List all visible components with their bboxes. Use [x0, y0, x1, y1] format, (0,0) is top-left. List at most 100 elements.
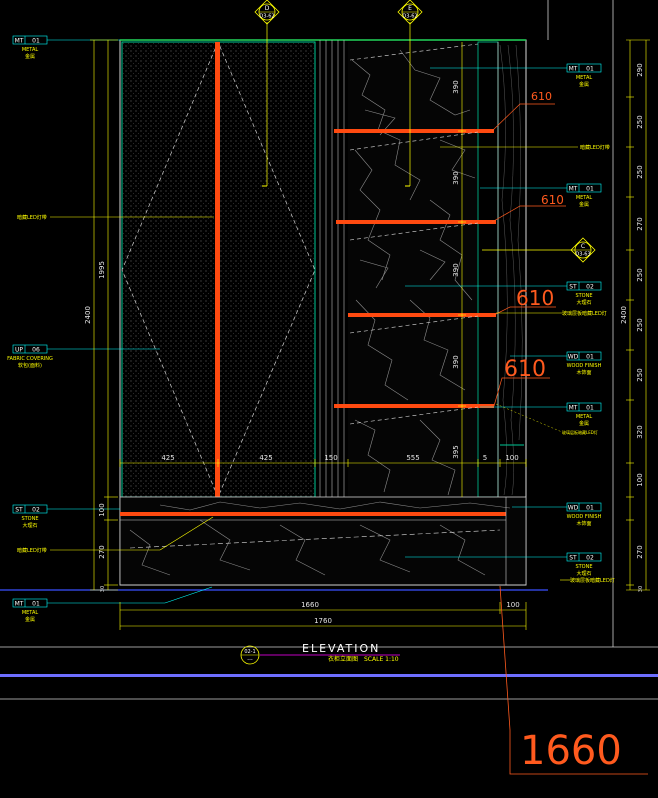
left-tag-mt-top-label: METAL	[22, 47, 39, 53]
section-e-sheet: D3-62	[402, 14, 417, 20]
left-tag-mt-top-code: MT	[15, 38, 24, 45]
right-tag-mt-3: MT 01 METAL 金属	[480, 402, 602, 427]
right-tag-mt-3-num: 01	[586, 405, 594, 412]
dim-bottom-inner: 1660	[301, 601, 319, 609]
right-tag-wd-2-label-cn: 木饰面	[576, 520, 591, 527]
dim-left-total: 2400	[84, 306, 92, 324]
dim-far-6: 250	[636, 318, 644, 331]
left-tag-st-num: 02	[32, 507, 40, 514]
right-note-glass-1-text: 玻璃层板暗藏LED灯	[562, 310, 607, 317]
shelf-label-1-text: 610	[531, 90, 552, 103]
section-c-letter: C	[581, 243, 585, 250]
shelf-label-4-text: 610	[504, 357, 546, 382]
cabinet	[119, 39, 527, 586]
shelf-2	[336, 220, 496, 224]
right-tag-st-2-label-cn: 大理石	[576, 570, 591, 577]
left-tag-mt-bottom-label-cn: 金属	[25, 616, 35, 623]
right-tag-wd-1-label-cn: 木饰面	[576, 369, 591, 376]
right-tag-mt-1-code: MT	[569, 66, 578, 73]
dim-bottom-1: 425	[161, 454, 174, 462]
dim-left-panel: 1995	[98, 261, 106, 279]
right-tag-mt-1-label-cn: 金属	[579, 81, 589, 88]
plinth-veins	[129, 501, 511, 576]
left-tag-up: UP 06 FABRIC COVERING 软包(面料)	[7, 344, 160, 369]
vertical-metal-bar	[215, 42, 220, 497]
shelf-label-2: 610	[491, 193, 566, 223]
dim-bottom-side: 100	[506, 601, 519, 609]
shelf-label-4: 610	[493, 357, 550, 407]
right-note-glass-3-text: 玻璃层板暗藏LED灯	[562, 429, 598, 435]
wood-grain	[499, 44, 523, 496]
shelf-label-3: 610	[493, 286, 556, 316]
left-tag-st-code: ST	[15, 507, 23, 514]
left-tag-st-label: STONE	[21, 516, 38, 522]
title-subtitle-cn: 衣柜立面图	[328, 655, 358, 663]
right-tag-mt-1: MT 01 METAL 金属	[430, 63, 602, 88]
left-tag-mt-bottom-num: 01	[32, 601, 40, 608]
title-badge-bottom: ---	[247, 657, 253, 663]
big-annotation: 1660	[499, 585, 648, 775]
left-note-led-2: 暗藏LED灯带	[17, 516, 214, 554]
right-tag-wd-1-num: 01	[586, 354, 594, 361]
title-scale: SCALE 1:10	[364, 656, 399, 663]
shelf-light-dashes	[349, 43, 479, 425]
right-note-led: 暗藏LED灯带	[440, 144, 610, 151]
dim-far-10: 270	[636, 545, 644, 558]
right-tag-wd-2-label: WOOD FINISH	[567, 514, 602, 520]
left-tag-up-code: UP	[15, 347, 23, 354]
left-tag-mt-top: MT 01 METAL 金属	[12, 35, 120, 60]
plinth-stone	[119, 496, 527, 586]
left-dimensions	[90, 39, 118, 591]
bottom-overall-dimension-lines	[119, 602, 527, 630]
dim-stack-3: 390	[452, 263, 460, 276]
left-tag-up-label: FABRIC COVERING	[7, 356, 53, 362]
right-tag-wd-2: WD 01 WOOD FINISH 木饰面	[512, 502, 602, 527]
dim-bottom-4: 555	[406, 454, 419, 462]
right-note-glass-3: 玻璃层板暗藏LED灯	[495, 403, 598, 435]
shelf-label-3-text: 610	[516, 286, 554, 310]
right-tag-mt-2-num: 01	[586, 186, 594, 193]
left-note-led-2-text: 暗藏LED灯带	[17, 547, 47, 554]
section-c-sheet: D3-63	[575, 252, 590, 258]
dim-stack-2: 390	[452, 171, 460, 184]
dim-stack-1: 390	[452, 80, 460, 93]
right-tag-st-2-label: STONE	[575, 564, 592, 570]
dim-far-4: 270	[636, 217, 644, 230]
shelf-3	[348, 313, 496, 317]
right-tag-mt-2-label-cn: 金属	[579, 201, 589, 208]
glass-shelves	[334, 129, 496, 408]
left-tag-mt-bottom-label: METAL	[22, 610, 39, 616]
glass-side-strip	[477, 41, 499, 498]
right-note-glass-2: 玻璃层板暗藏LED灯	[560, 577, 615, 584]
left-tag-up-num: 06	[32, 347, 40, 354]
dim-far-11: 30	[638, 586, 644, 592]
left-note-led-1-text: 暗藏LED灯带	[17, 214, 47, 221]
far-right-dimensions	[626, 39, 650, 591]
right-tag-wd-2-num: 01	[586, 505, 594, 512]
right-tag-mt-3-label: METAL	[576, 414, 593, 420]
title-badge-top: 02-1	[244, 649, 255, 655]
title-text: ELEVATION	[302, 642, 380, 655]
right-tag-st-1: ST 02 STONE 大理石	[405, 281, 602, 306]
right-note-glass-1: 玻璃层板暗藏LED灯	[496, 310, 607, 317]
right-note-led-text: 暗藏LED灯带	[580, 144, 610, 151]
sheet-frame	[0, 0, 658, 700]
section-marker-c: C D3-63	[482, 237, 596, 263]
section-d-sheet: D3-62	[259, 14, 274, 20]
right-tag-mt-2: MT 01 METAL 金属	[480, 183, 602, 208]
right-tag-wd-1-code: WD	[568, 354, 579, 361]
plinth-metal-strip	[120, 512, 506, 516]
dim-bottom-2: 425	[259, 454, 272, 462]
shelf-4	[334, 404, 494, 408]
right-tag-mt-2-code: MT	[569, 186, 578, 193]
left-tag-mt-bottom: MT 01 METAL 金属	[12, 586, 213, 623]
right-tag-mt-3-label-cn: 金属	[579, 420, 589, 427]
bottom-row-dimension-line	[119, 459, 527, 467]
right-tag-mt-1-label: METAL	[576, 75, 593, 81]
left-note-led-1: 暗藏LED灯带	[17, 214, 214, 221]
section-e-letter: E	[408, 5, 412, 12]
dim-far-3: 250	[636, 165, 644, 178]
dim-stack-4: 390	[452, 355, 460, 368]
plinth-led-dash	[129, 529, 501, 549]
